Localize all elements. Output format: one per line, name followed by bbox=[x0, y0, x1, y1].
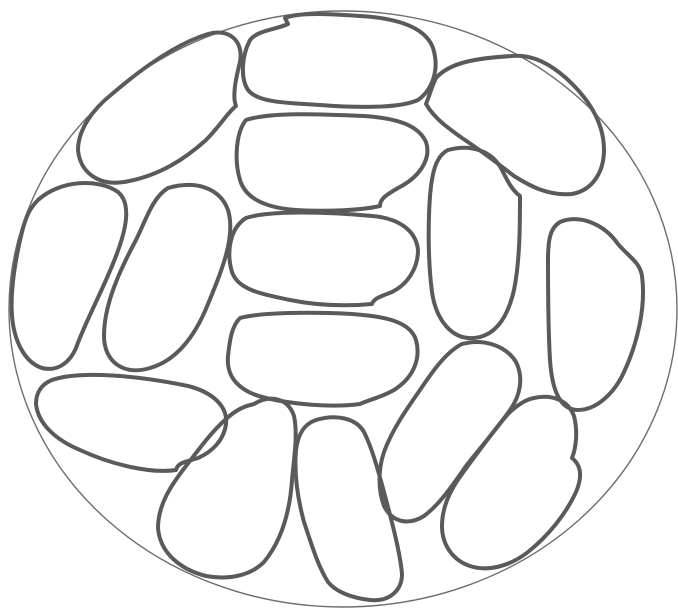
cell-outline bbox=[243, 14, 436, 107]
cell-outline bbox=[12, 183, 127, 369]
cell-outline bbox=[442, 397, 580, 569]
cell-outline bbox=[237, 114, 428, 211]
cell-outline bbox=[429, 148, 520, 338]
cell-outline bbox=[104, 185, 230, 370]
cell-outline bbox=[78, 32, 241, 182]
cell-outline bbox=[36, 375, 226, 471]
cell-outline bbox=[228, 313, 418, 406]
cell-outline bbox=[229, 213, 418, 306]
cell-outline bbox=[426, 56, 604, 195]
cell-outline bbox=[548, 219, 643, 410]
cell-group bbox=[12, 14, 643, 600]
